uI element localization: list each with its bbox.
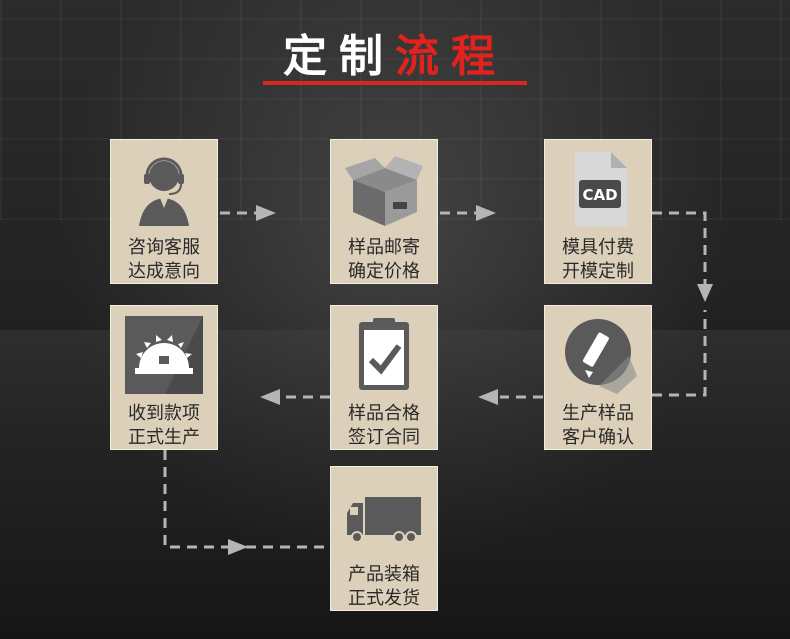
step-card-mold: CAD 模具付费 开模定制	[544, 139, 652, 284]
arrow-down-1	[697, 284, 713, 302]
step-label: 产品装箱 正式发货	[348, 564, 420, 609]
step-card-contract: 样品合格 签订合同	[330, 305, 438, 450]
title-red: 流程	[395, 31, 507, 82]
step-label: 样品合格 签订合同	[348, 403, 420, 448]
arrow-right-3	[228, 539, 248, 555]
arrow-left-2	[260, 389, 280, 405]
step-card-production-sample: 生产样品 客户确认	[544, 305, 652, 450]
checklist-icon	[345, 316, 423, 394]
step-label: 生产样品 客户确认	[562, 403, 634, 448]
step-label: 样品邮寄 确定价格	[348, 237, 420, 282]
page-title: 定制流程	[0, 20, 790, 84]
step-label: 收到款项 正式生产	[128, 403, 200, 448]
step-card-payment: 收到款项 正式生产	[110, 305, 218, 450]
arrow-right-1	[256, 205, 276, 221]
title-underline	[263, 81, 527, 85]
customer-service-icon	[125, 150, 203, 228]
step-card-shipping: 产品装箱 正式发货	[330, 466, 438, 611]
arrow-right-2	[476, 205, 496, 221]
cad-file-icon: CAD	[559, 150, 637, 228]
step-card-consult: 咨询客服 达成意向	[110, 139, 218, 284]
truck-icon	[345, 485, 423, 563]
cad-icon-text: CAD	[582, 186, 617, 204]
step-label: 咨询客服 达成意向	[128, 237, 200, 282]
step-card-sample-mail: 样品邮寄 确定价格	[330, 139, 438, 284]
title-white: 定制	[283, 31, 395, 82]
arrow-left-1	[478, 389, 498, 405]
package-box-icon	[345, 150, 423, 228]
step-label: 模具付费 开模定制	[562, 237, 634, 282]
saw-blade-icon	[125, 316, 203, 394]
pen-icon	[559, 316, 637, 394]
